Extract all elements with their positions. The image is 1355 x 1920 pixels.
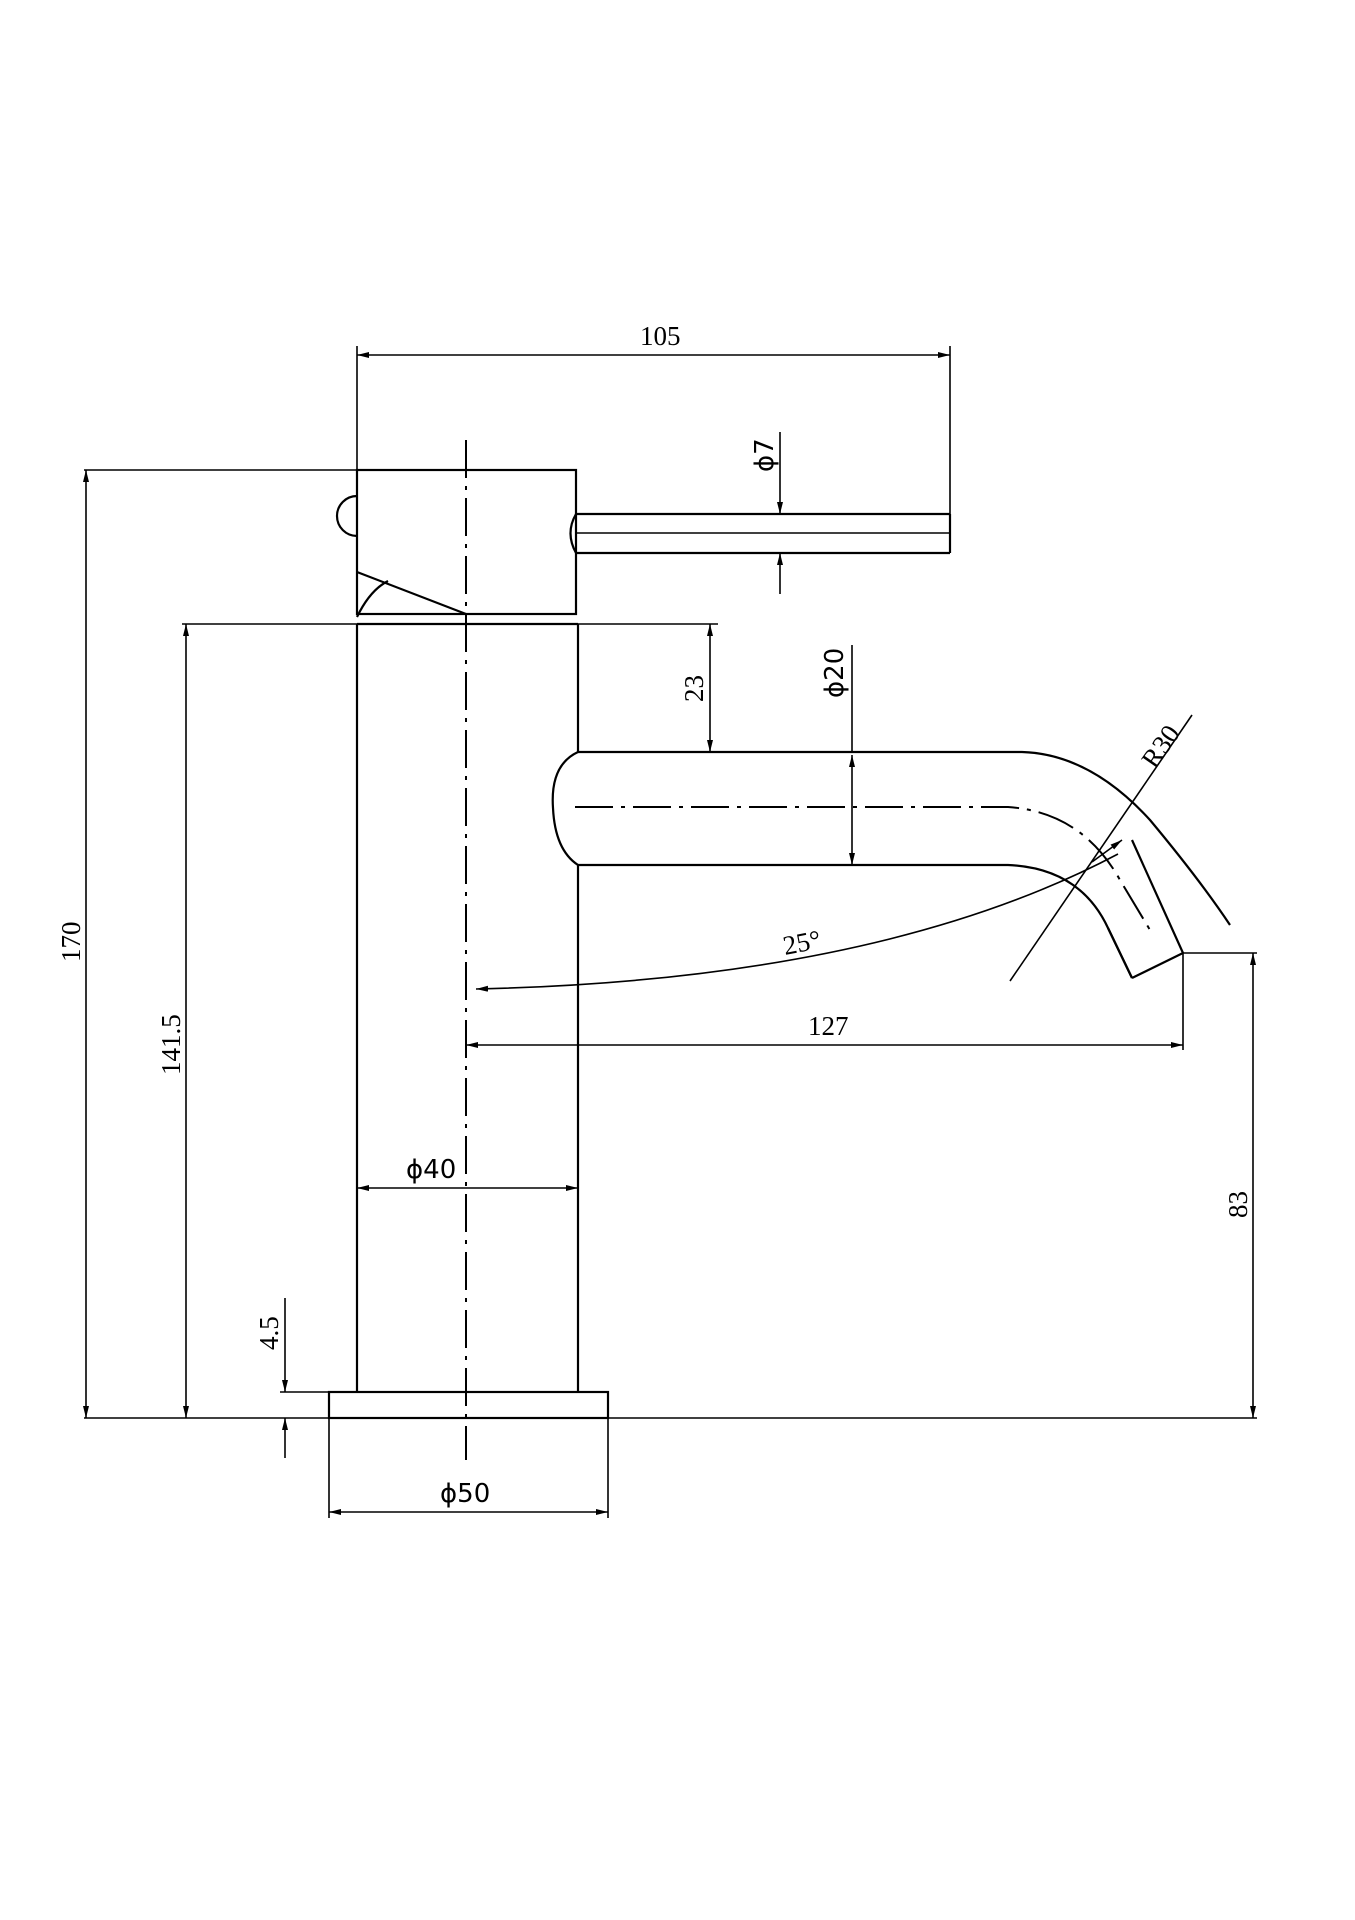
dim-label: ϕ50 bbox=[440, 1479, 490, 1509]
dim-label: R30 bbox=[1135, 719, 1185, 773]
spout-centerline bbox=[575, 806, 1151, 931]
dim-spout-radius: R30 bbox=[1009, 714, 1193, 982]
base-plate bbox=[327, 1390, 610, 1420]
handle-indicator bbox=[335, 494, 358, 538]
dim-label: 105 bbox=[640, 321, 681, 351]
dim-label: 23 bbox=[679, 675, 709, 702]
dim-label: 4.5 bbox=[254, 1316, 284, 1350]
dim-body-height: 141.5 bbox=[156, 623, 357, 1418]
dim-outlet-height: 83 bbox=[1183, 952, 1257, 1418]
dim-label: 83 bbox=[1223, 1191, 1253, 1218]
dim-label: ϕ7 bbox=[750, 438, 780, 472]
dim-handle-reach: 105 bbox=[356, 321, 951, 514]
dim-label: 170 bbox=[56, 922, 86, 963]
spout-outlet-left bbox=[1107, 927, 1133, 979]
spout-cut-face bbox=[1130, 839, 1185, 954]
dim-base-diameter: ϕ50 bbox=[328, 1418, 609, 1518]
spout-root bbox=[551, 751, 579, 866]
spout-bottom-edge bbox=[578, 863, 1133, 979]
tap-body bbox=[355, 622, 580, 1392]
dim-label: ϕ20 bbox=[820, 648, 850, 698]
dim-body-diameter: ϕ40 bbox=[357, 1155, 578, 1191]
dim-spout-diameter: ϕ20 bbox=[820, 645, 855, 865]
dim-lever-diameter: ϕ7 bbox=[750, 432, 783, 594]
dim-label: 141.5 bbox=[156, 1014, 186, 1075]
dim-spout-drop: 23 bbox=[578, 623, 718, 752]
dim-label: 25° bbox=[780, 924, 823, 961]
spout-top-edge bbox=[578, 750, 1231, 926]
base bbox=[84, 1390, 1257, 1420]
handle bbox=[335, 468, 952, 618]
handle-seat-arc bbox=[356, 580, 389, 618]
dim-label: 127 bbox=[808, 1011, 849, 1041]
dim-overall-height: 170 bbox=[56, 469, 576, 1418]
dim-spout-reach: 127 bbox=[466, 953, 1184, 1050]
spout-outlet bbox=[1131, 952, 1184, 979]
handle-chamfer bbox=[356, 570, 467, 616]
angle-arc bbox=[475, 853, 1119, 992]
leader-line bbox=[1009, 714, 1193, 982]
leader-arrow bbox=[1091, 839, 1123, 863]
spout bbox=[551, 750, 1231, 979]
dim-base-thickness: 4.5 bbox=[254, 1298, 329, 1458]
lever-root bbox=[569, 513, 577, 554]
dim-label: ϕ40 bbox=[406, 1155, 456, 1185]
dim-spout-angle: 25° bbox=[475, 853, 1119, 992]
